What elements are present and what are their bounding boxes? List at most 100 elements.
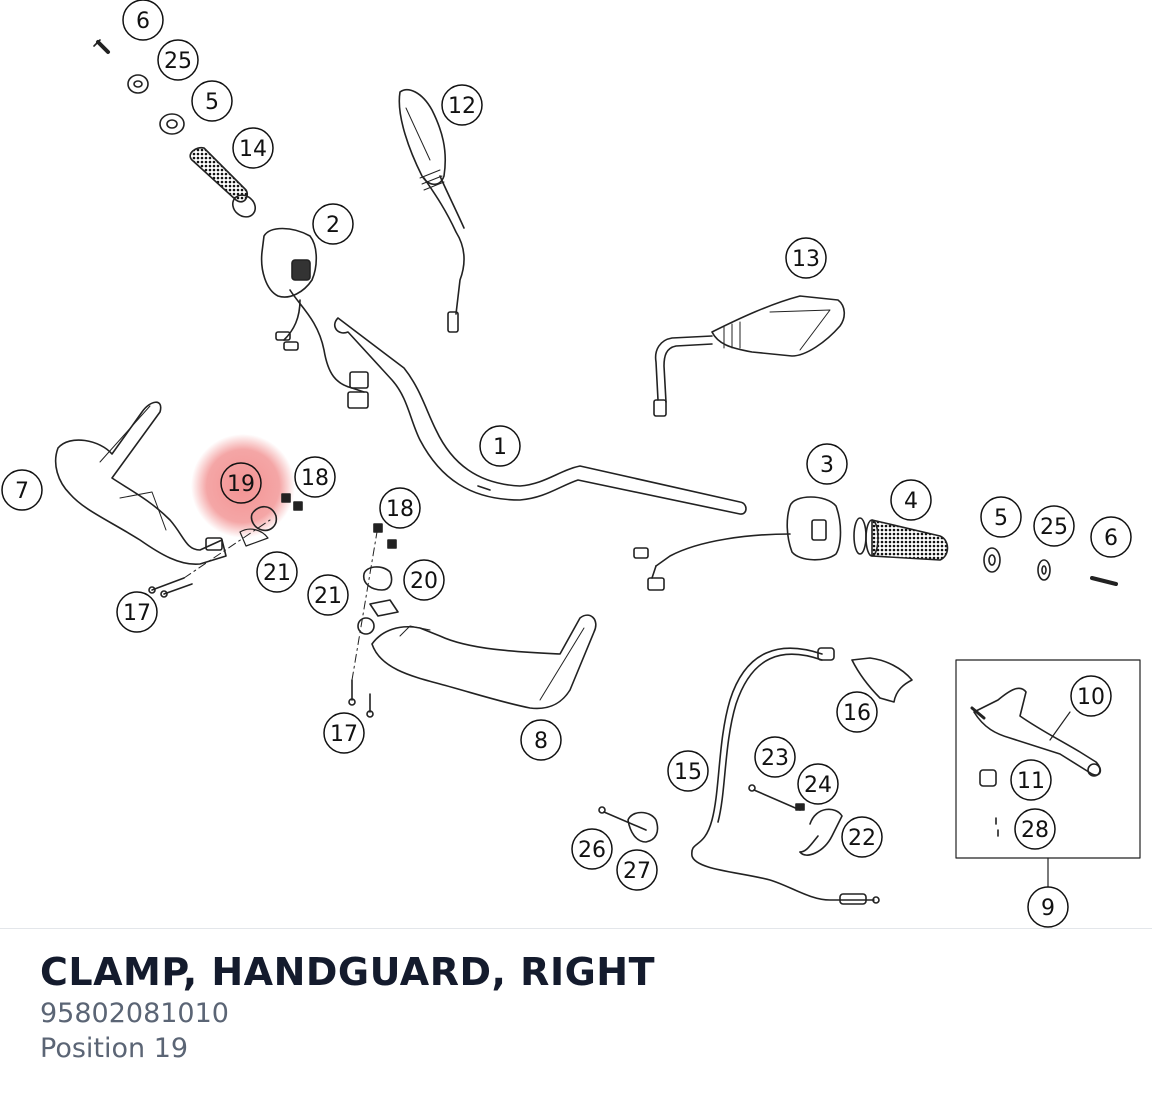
svg-text:23: 23: [761, 746, 789, 771]
right-screws-part[interactable]: [348, 679, 374, 718]
part-position: Position 19: [40, 1033, 189, 1064]
callout-10[interactable]: 10: [1070, 675, 1112, 717]
exploded-parts-diagram: 6 25 5 14 12 2 13 1 7 19 18 18 21 20 21 …: [1, 0, 1141, 928]
svg-text:1: 1: [493, 435, 507, 460]
left-screws-part[interactable]: [148, 577, 193, 598]
callout-8[interactable]: 8: [520, 719, 562, 761]
callout-25[interactable]: 25: [157, 39, 199, 81]
svg-text:24: 24: [804, 773, 832, 798]
svg-text:15: 15: [674, 760, 702, 785]
callout-7[interactable]: 7: [1, 469, 43, 511]
left-grip-part[interactable]: [189, 146, 259, 222]
callout-14[interactable]: 14: [232, 127, 274, 169]
callout-5[interactable]: 5: [191, 80, 233, 122]
svg-text:6: 6: [1104, 526, 1118, 551]
callout-24[interactable]: 24: [797, 763, 839, 805]
lever-screws-part[interactable]: [995, 817, 999, 837]
callout-2[interactable]: 2: [312, 203, 354, 245]
right-washer-part[interactable]: [1037, 559, 1051, 581]
callout-25-right[interactable]: 25: [1033, 505, 1075, 547]
callout-20[interactable]: 20: [403, 559, 445, 601]
callout-labels: 6 25 5 14 12 2 13 1 7 19 18 18 21 20 21 …: [1, 0, 1132, 928]
svg-text:6: 6: [136, 9, 150, 34]
callout-1[interactable]: 1: [479, 425, 521, 467]
svg-text:22: 22: [848, 826, 876, 851]
clutch-lever-part[interactable]: [970, 687, 1102, 777]
svg-text:25: 25: [1040, 515, 1068, 540]
left-spacer-part[interactable]: [159, 113, 185, 135]
callout-18-left[interactable]: 18: [294, 456, 336, 498]
svg-text:27: 27: [623, 859, 651, 884]
svg-text:14: 14: [239, 137, 267, 162]
callout-9[interactable]: 9: [1027, 886, 1069, 928]
callout-12[interactable]: 12: [441, 84, 483, 126]
callout-19[interactable]: 19: [220, 462, 262, 504]
svg-text:5: 5: [994, 506, 1008, 531]
callout-23[interactable]: 23: [754, 736, 796, 778]
svg-text:5: 5: [205, 90, 219, 115]
svg-text:2: 2: [326, 213, 340, 238]
svg-text:3: 3: [820, 453, 834, 478]
callout-26[interactable]: 26: [571, 828, 613, 870]
svg-text:25: 25: [164, 49, 192, 74]
callout-17-left[interactable]: 17: [116, 591, 158, 633]
left-washer-part[interactable]: [127, 74, 149, 94]
left-mirror-part[interactable]: [398, 88, 465, 333]
right-screw-part[interactable]: [1090, 576, 1118, 586]
right-handguard-part[interactable]: [357, 614, 597, 710]
svg-text:21: 21: [263, 561, 291, 586]
svg-text:17: 17: [330, 722, 358, 747]
svg-text:16: 16: [843, 701, 871, 726]
svg-text:13: 13: [792, 247, 820, 272]
section-divider: [0, 928, 1152, 929]
svg-text:26: 26: [578, 838, 606, 863]
callout-3[interactable]: 3: [806, 443, 848, 485]
cable-cover-part[interactable]: [851, 657, 913, 703]
svg-text:18: 18: [386, 497, 414, 522]
svg-text:28: 28: [1021, 818, 1049, 843]
callout-17-right[interactable]: 17: [323, 712, 365, 754]
part-number: 95802081010: [40, 998, 229, 1029]
svg-text:4: 4: [904, 489, 918, 514]
svg-text:17: 17: [123, 601, 151, 626]
svg-text:19: 19: [227, 472, 255, 497]
part-title: CLAMP, HANDGUARD, RIGHT: [40, 950, 655, 994]
cable-guide-part[interactable]: [598, 806, 659, 843]
svg-text:21: 21: [314, 584, 342, 609]
callout-28[interactable]: 28: [1014, 808, 1056, 850]
svg-text:18: 18: [301, 466, 329, 491]
left-handguard-part[interactable]: [54, 401, 227, 565]
svg-text:20: 20: [410, 569, 438, 594]
callout-18-right[interactable]: 18: [379, 487, 421, 529]
left-screw-part[interactable]: [93, 39, 110, 54]
svg-text:12: 12: [448, 94, 476, 119]
callout-22[interactable]: 22: [841, 816, 883, 858]
left-nuts-part[interactable]: [281, 493, 303, 511]
callout-21-right[interactable]: 21: [307, 574, 349, 616]
svg-text:10: 10: [1077, 685, 1105, 710]
callout-15[interactable]: 15: [667, 750, 709, 792]
callout-21-left[interactable]: 21: [256, 551, 298, 593]
callout-27[interactable]: 27: [616, 849, 658, 891]
handguard-clamp-part-19[interactable]: [239, 505, 278, 547]
svg-text:7: 7: [15, 479, 29, 504]
right-nuts-part[interactable]: [373, 523, 397, 549]
callout-16[interactable]: 16: [836, 691, 878, 733]
right-clamp-part[interactable]: [362, 566, 399, 617]
callout-11[interactable]: 11: [1010, 759, 1052, 801]
lever-switch-part[interactable]: [979, 769, 997, 787]
throttle-cable-part[interactable]: [691, 647, 880, 905]
throttle-grip-part[interactable]: [853, 517, 949, 561]
callout-4[interactable]: 4: [890, 479, 932, 521]
callout-6[interactable]: 6: [122, 0, 164, 41]
cable-holder-part[interactable]: [748, 784, 843, 856]
right-spacer-part[interactable]: [983, 547, 1001, 573]
left-switch-part[interactable]: [260, 227, 369, 409]
svg-text:11: 11: [1017, 769, 1045, 794]
right-switch-part[interactable]: [633, 496, 842, 591]
callout-6-right[interactable]: 6: [1090, 516, 1132, 558]
handlebar-part[interactable]: [333, 317, 747, 515]
right-mirror-part[interactable]: [653, 295, 846, 417]
callout-13[interactable]: 13: [785, 237, 827, 279]
callout-5-right[interactable]: 5: [980, 496, 1022, 538]
